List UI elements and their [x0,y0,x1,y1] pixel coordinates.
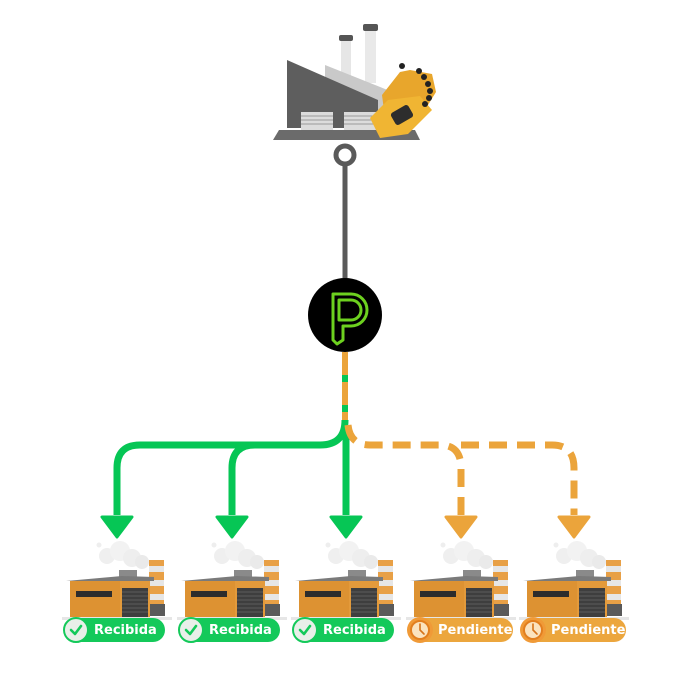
arrow-head [329,515,363,539]
check-icon [63,617,89,643]
arrow-head [444,515,478,539]
arrow-head [100,515,134,539]
gloves-icon [370,63,436,138]
hub-logo[interactable] [308,278,382,352]
destination-factory-icon[interactable] [406,541,516,620]
p-logo-icon [331,292,369,346]
trunk-line [342,352,348,430]
status-badge-pending: Pendiente [407,617,513,643]
status-badge-pending: Pendiente [520,617,626,643]
clock-icon [520,617,546,643]
status-badge-received: Recibida [292,617,394,643]
arrow-head [215,515,249,539]
status-label: Pendiente [551,622,626,638]
status-label: Recibida [323,622,386,638]
clock-icon [407,617,433,643]
arrow-line-2 [228,441,256,515]
destination-factory-icon[interactable] [519,541,629,620]
destination-factory-icon[interactable] [291,541,401,620]
arrow-head [557,515,591,539]
received-arrows [100,419,363,539]
check-icon [292,617,318,643]
status-badge-received: Recibida [63,617,165,643]
check-icon [178,617,204,643]
status-label: Recibida [94,622,157,638]
pending-arrows [344,424,591,539]
status-label: Pendiente [438,622,513,638]
arrow-line-5 [461,441,578,515]
source-factory-icon [273,24,436,140]
source-connector [333,143,357,285]
destination-factory-icon[interactable] [62,541,172,620]
arrow-line-4 [344,424,465,515]
status-badge-received: Recibida [178,617,280,643]
status-label: Recibida [209,622,272,638]
destination-factory-icon[interactable] [177,541,287,620]
arrow-line-1 [113,419,349,515]
